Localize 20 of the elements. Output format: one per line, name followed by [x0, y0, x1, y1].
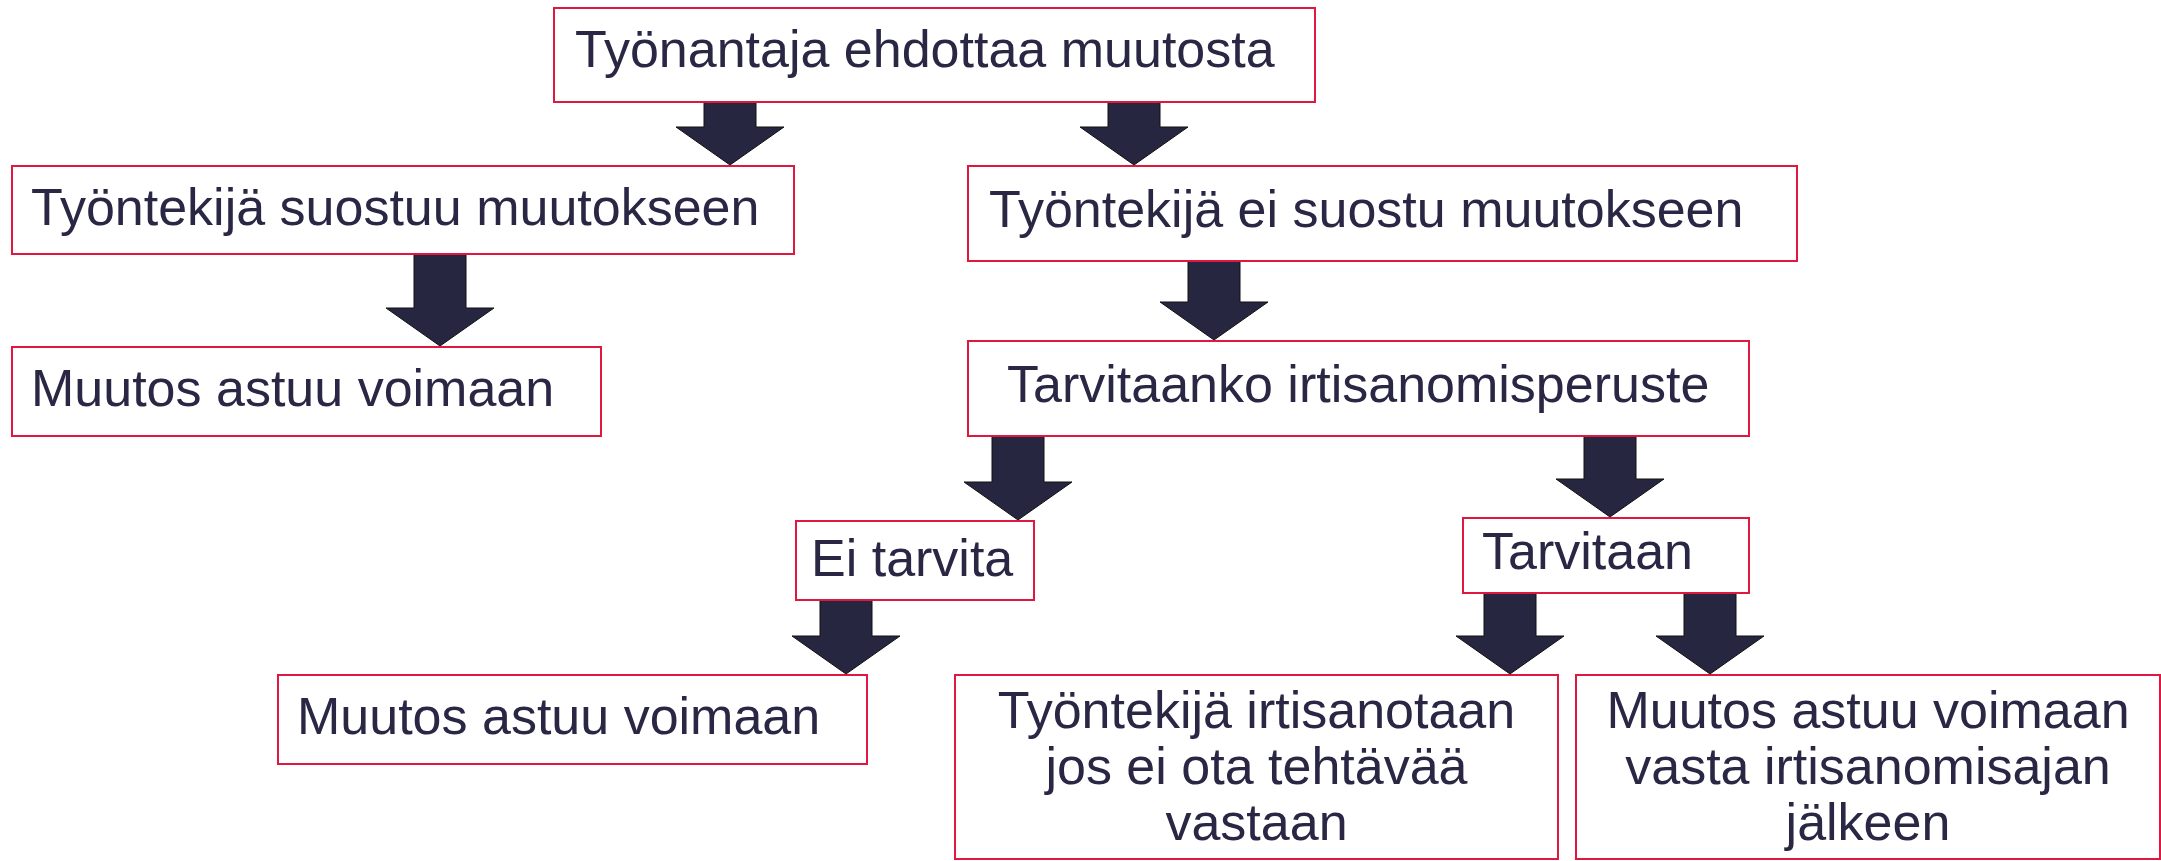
box-text: Tarvitaanko irtisanomisperuste [1007, 356, 1710, 412]
box-text: Työntekijä irtisanotaan jos ei ota tehtävää vastaan [996, 682, 1517, 850]
process-box [967, 340, 1750, 437]
process-box [954, 674, 1559, 860]
box-text: Työntekijä suostuu muutokseen [31, 179, 760, 235]
process-box [553, 7, 1316, 103]
box-text: Työnantaja ehdottaa muutosta [575, 21, 1275, 77]
box-text: Työntekijä ei suostu muutokseen [989, 181, 1744, 237]
box-text: Ei tarvita [811, 530, 1014, 586]
process-box [967, 165, 1798, 262]
process-box [1575, 674, 2161, 860]
process-box [1462, 517, 1750, 594]
box-text: Muutos astuu voimaan vasta irtisanomisajan jälkeen [1605, 682, 2131, 850]
process-box [277, 674, 868, 765]
process-box [11, 165, 795, 255]
box-text: Tarvitaan [1482, 523, 1693, 579]
process-box [795, 520, 1035, 601]
box-text: Muutos astuu voimaan [297, 688, 821, 744]
process-box [11, 346, 602, 437]
box-text: Muutos astuu voimaan [31, 360, 555, 416]
